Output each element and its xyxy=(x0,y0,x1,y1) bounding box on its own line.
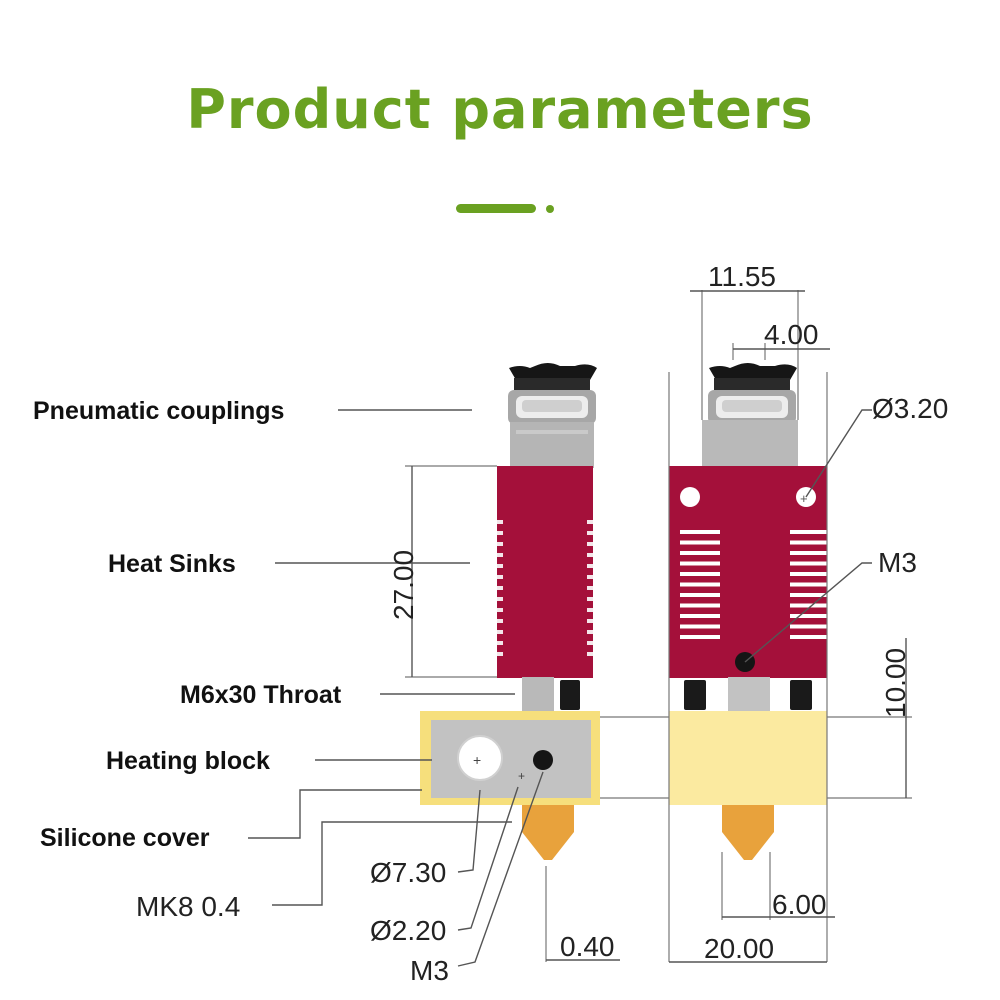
screw-right-b xyxy=(790,680,812,710)
svg-text:+: + xyxy=(518,769,525,783)
pneumatic-coupling-right xyxy=(702,363,798,468)
dim-block-width: 20.00 xyxy=(704,933,774,964)
heat-sink-fin xyxy=(680,582,720,587)
screw-right-a xyxy=(684,680,706,710)
heat-sink-fin xyxy=(587,630,593,634)
heat-sink-fin xyxy=(497,652,503,656)
heat-sink-fin xyxy=(680,561,720,566)
heat-sink-fin xyxy=(680,603,720,608)
label-heat-sinks: Heat Sinks xyxy=(108,550,236,578)
page-title: Product parameters xyxy=(186,78,814,141)
label-silicone-cover: Silicone cover xyxy=(40,824,210,852)
right-view: + xyxy=(669,363,828,860)
dim-nozzle-tip: 0.40 xyxy=(560,931,615,962)
heat-sink-fin xyxy=(790,603,828,608)
heat-sink-fin xyxy=(587,586,593,590)
heat-sink-fin xyxy=(497,619,503,623)
label-nozzle: MK8 0.4 xyxy=(136,891,240,922)
heat-sink-fin xyxy=(497,597,503,601)
heater-hole-icon xyxy=(457,735,503,781)
label-leaders xyxy=(248,409,544,967)
thermistor-hole-icon xyxy=(533,750,553,770)
heat-sink-left xyxy=(497,466,593,678)
pneumatic-coupling-left xyxy=(508,363,597,468)
heat-sink-fin xyxy=(497,630,503,634)
heat-sink-fin xyxy=(587,564,593,568)
heat-sink-fin xyxy=(790,561,828,566)
heat-sink-fin xyxy=(680,614,720,618)
heat-sink-fin xyxy=(587,575,593,579)
heat-sink-fin xyxy=(497,608,503,612)
heat-sink-right: + xyxy=(669,466,828,678)
heat-sink-fin xyxy=(587,520,593,524)
heat-sink-fin xyxy=(497,553,503,557)
heat-sink-fin xyxy=(790,530,828,534)
dim-thermistor-diameter: Ø2.20 xyxy=(370,915,446,946)
dim-nozzle-offset: 6.00 xyxy=(772,889,827,920)
heat-sink-fin xyxy=(587,597,593,601)
heat-sink-fin xyxy=(790,635,828,639)
heating-block-left: + + xyxy=(420,711,600,805)
label-throat: M6x30 Throat xyxy=(180,681,342,709)
heat-sink-fin xyxy=(790,551,828,555)
nozzle-left xyxy=(522,805,574,860)
svg-text:+: + xyxy=(473,752,481,768)
heat-sink-fin xyxy=(497,564,503,568)
dim-hole-offset: 4.00 xyxy=(764,319,819,350)
heat-sink-fin xyxy=(680,540,720,545)
left-view: + + xyxy=(420,363,600,860)
dim-heater-diameter: Ø7.30 xyxy=(370,857,446,888)
heat-sink-fin xyxy=(790,614,828,618)
heat-sink-fin xyxy=(680,593,720,597)
throat-right xyxy=(728,677,770,712)
dimension-lines xyxy=(405,290,912,963)
title-divider xyxy=(456,204,554,213)
heat-sink-fin xyxy=(587,542,593,546)
dim-width-top: 11.55 xyxy=(708,261,776,292)
throat-left xyxy=(522,677,554,712)
heat-sink-fin xyxy=(587,531,593,535)
dim-height-block: 10.00 xyxy=(880,648,911,718)
label-heating-block: Heating block xyxy=(106,747,270,775)
dim-height-heatsink: 27.00 xyxy=(388,550,419,620)
heat-sink-fin xyxy=(587,652,593,656)
heat-sink-fin xyxy=(680,572,720,576)
heat-sink-fin xyxy=(497,542,503,546)
heat-sink-fin xyxy=(790,624,828,629)
nozzle-right xyxy=(722,805,774,860)
heat-sink-fin xyxy=(587,641,593,645)
heat-sink-fin xyxy=(790,572,828,576)
heat-sink-fin xyxy=(790,540,828,545)
heat-sink-fin xyxy=(680,624,720,629)
heat-sink-fin xyxy=(497,641,503,645)
dim-hole-diameter: Ø3.20 xyxy=(872,393,948,424)
screw-left xyxy=(560,680,580,710)
dim-screw-block: M3 xyxy=(410,955,449,986)
heat-sink-fin xyxy=(680,551,720,555)
heat-sink-fin xyxy=(497,520,503,524)
heat-sink-fin xyxy=(790,582,828,587)
heat-sink-fin xyxy=(497,586,503,590)
heat-sink-fin xyxy=(790,593,828,597)
dim-screw-top: M3 xyxy=(878,547,917,578)
heating-block-right xyxy=(669,711,827,805)
heat-sink-fin xyxy=(680,635,720,639)
heat-sink-fin xyxy=(587,619,593,623)
heat-sink-fin xyxy=(587,553,593,557)
heat-sink-fin xyxy=(497,575,503,579)
heat-sink-fin xyxy=(497,531,503,535)
label-pneumatic-couplings: Pneumatic couplings xyxy=(33,397,284,425)
heat-sink-fin xyxy=(680,530,720,534)
svg-text:+: + xyxy=(800,491,808,506)
heat-sink-fin xyxy=(587,608,593,612)
